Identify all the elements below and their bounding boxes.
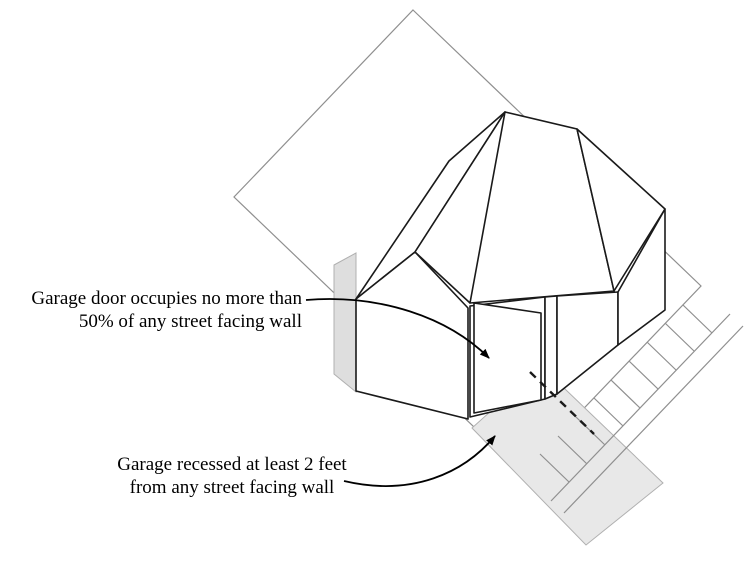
annotation-garage-door: Garage door occupies no more than 50% of… bbox=[31, 288, 490, 359]
recess-dashed-line bbox=[529, 371, 595, 435]
front-gable-facade bbox=[355, 251, 469, 420]
garage-recess-label-line2: from any street facing wall bbox=[130, 477, 335, 498]
wing-roof-hip-plane bbox=[576, 128, 666, 292]
garage-recess-label-line1: Garage recessed at least 2 feet bbox=[117, 454, 347, 475]
garage-door bbox=[473, 302, 542, 414]
garage-door-label-line2: 50% of any street facing wall bbox=[79, 311, 302, 332]
garage-door-label-line1: Garage door occupies no more than bbox=[31, 288, 302, 309]
end-wall bbox=[617, 208, 666, 346]
annotation-garage-recess: Garage recessed at least 2 feet from any… bbox=[117, 435, 496, 498]
street-curb-line bbox=[563, 325, 744, 514]
side-yard-strip bbox=[333, 252, 357, 394]
garage-jamb-return bbox=[544, 295, 558, 400]
garage-door-leader-arrow bbox=[305, 298, 490, 359]
house bbox=[355, 111, 666, 420]
sidewalk-inner-line bbox=[550, 313, 731, 502]
garage-recess-leader-arrow bbox=[343, 435, 496, 487]
